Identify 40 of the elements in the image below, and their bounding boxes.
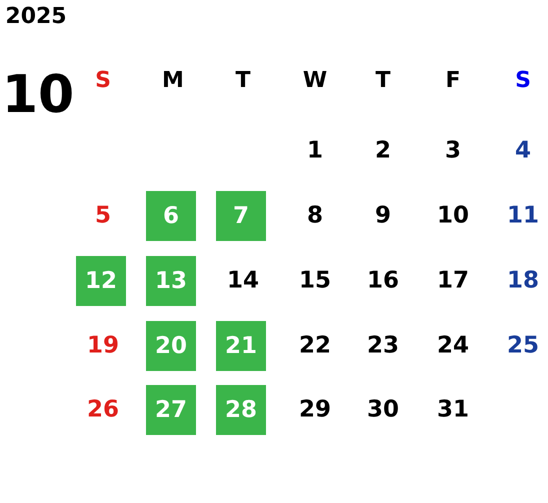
day-number: 26: [87, 398, 119, 422]
day-number: 19: [87, 334, 119, 358]
day-number: 31: [437, 398, 469, 422]
day-number: 10: [437, 204, 469, 228]
weekday-header: M: [162, 70, 184, 92]
highlighted-date: 12: [76, 256, 126, 306]
highlighted-date: 6: [146, 191, 196, 241]
day-number: 9: [375, 204, 391, 228]
day-number: 14: [227, 270, 259, 292]
day-number: 24: [437, 334, 469, 358]
weekday-header: S: [95, 70, 111, 92]
day-number: 18: [507, 270, 539, 292]
day-number: 23: [367, 334, 399, 358]
year-label: 2025: [5, 6, 67, 28]
highlighted-date: 7: [216, 191, 266, 241]
highlighted-date: 13: [146, 256, 196, 306]
weekday-header: W: [302, 70, 328, 92]
day-number: 8: [307, 204, 323, 228]
highlighted-date: 21: [216, 321, 266, 371]
highlighted-date: 27: [146, 385, 196, 435]
day-number: 15: [299, 270, 331, 292]
day-number: 1: [307, 140, 323, 162]
day-number: 16: [367, 270, 399, 292]
day-number: 17: [437, 270, 469, 292]
day-number: 5: [95, 204, 111, 228]
month-number: 10: [2, 69, 74, 121]
day-number: 11: [507, 204, 539, 228]
day-number: 2: [375, 140, 391, 162]
highlighted-date: 20: [146, 321, 196, 371]
day-number: 29: [299, 398, 331, 422]
weekday-header: S: [515, 70, 531, 92]
weekday-header: F: [445, 70, 461, 92]
day-number: 22: [299, 334, 331, 358]
day-number: 4: [515, 140, 531, 162]
weekday-header: T: [376, 70, 390, 92]
highlighted-date: 28: [216, 385, 266, 435]
day-number: 25: [507, 334, 539, 358]
weekday-header: T: [236, 70, 250, 92]
day-number: 3: [445, 140, 461, 162]
day-number: 30: [367, 398, 399, 422]
